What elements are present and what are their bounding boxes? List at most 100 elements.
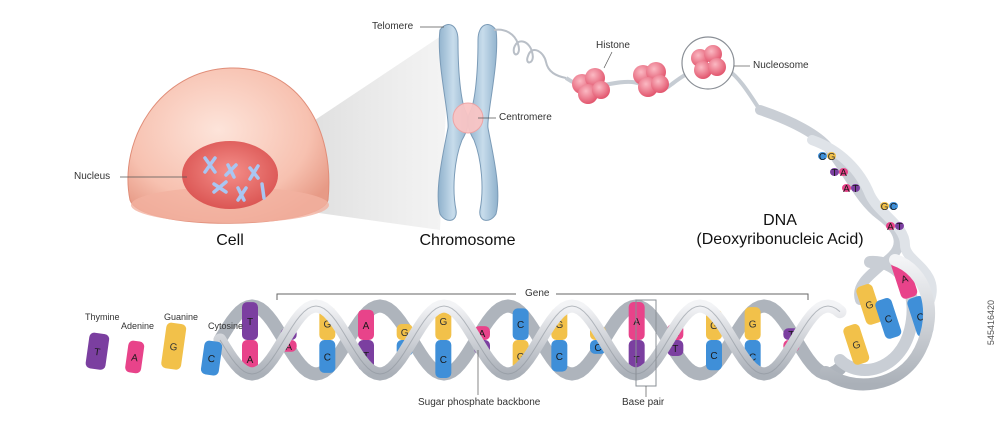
free-base-C-bar	[200, 340, 223, 376]
histone-2	[633, 62, 669, 97]
base-8-bottom-letter: C	[556, 352, 563, 363]
free-base-T-bar-letter: T	[93, 347, 101, 359]
twist-base-1-bar	[856, 284, 883, 325]
twist-base-3-bar	[891, 258, 918, 299]
histone-1	[572, 68, 610, 104]
dna-thread	[564, 64, 762, 112]
free-base-G: G	[161, 322, 187, 370]
twist-base-1-bar-letter: G	[864, 299, 875, 312]
nucleosome-label: Nucleosome	[753, 60, 809, 71]
gene-bracket	[276, 293, 809, 300]
upper-base-2-b-letter: T	[852, 184, 858, 195]
twist-base-2-bar	[875, 298, 902, 339]
upper-base-0-b-letter: G	[828, 152, 836, 163]
free-base-C-bar-letter: C	[207, 354, 216, 366]
chromosome-title: Chromosome	[419, 232, 516, 249]
twist-base-0-bar-letter: G	[851, 339, 862, 352]
base-6-top-letter: A	[479, 329, 486, 340]
cell-illustration	[127, 67, 330, 224]
guanine-label: Guanine	[164, 312, 199, 322]
twist-base-0: G	[843, 324, 870, 365]
free-nucleotides: T A G C	[85, 322, 223, 376]
base-4-top-letter: G	[401, 328, 409, 339]
nucleus-label: Nucleus	[74, 171, 111, 182]
base-8-top-letter: G	[555, 320, 563, 331]
base-10-top-letter: A	[633, 317, 640, 328]
twist-strand-b	[820, 254, 935, 391]
base-1-bottom-letter: A	[285, 342, 292, 353]
base-13-top	[744, 307, 761, 340]
free-base-C: C	[200, 340, 223, 376]
base-7-top	[512, 308, 529, 340]
upper-base-3-b	[889, 202, 898, 210]
base-13-bottom-letter: C	[749, 352, 756, 363]
base-7-bottom-letter: G	[517, 352, 525, 363]
upper-base-3-a-letter: G	[881, 202, 889, 213]
chromatin-coil	[493, 28, 567, 79]
upper-base-2-a-letter: A	[843, 184, 850, 195]
base-0-bottom-letter: A	[247, 355, 254, 366]
base-2-bottom-letter: C	[324, 352, 331, 363]
upper-base-0-b	[827, 152, 836, 160]
cytosine-label: Cytosine	[208, 321, 244, 331]
base-3-top	[358, 309, 374, 340]
base-13-top-letter: G	[749, 320, 757, 331]
twist-base-0-bar	[843, 324, 870, 365]
twist-base-4-bar-letter: C	[916, 311, 926, 324]
upper-base-4-b-letter: T	[896, 222, 902, 233]
dna-subtitle: (Deoxyribonucleic Acid)	[696, 231, 864, 248]
base-10-bottom-letter: T	[634, 355, 640, 366]
free-base-A-bar	[125, 340, 145, 374]
thymine-label: Thymine	[85, 312, 120, 322]
sugar-backbone-label: Sugar phosphate backbone	[418, 397, 541, 408]
upper-base-1-a	[830, 168, 839, 176]
base-pair-label: Base pair	[622, 397, 665, 408]
free-base-A-bar-letter: A	[130, 353, 138, 365]
histone-leader	[603, 51, 613, 69]
free-base-A: A	[125, 340, 145, 374]
base-5-bottom	[435, 340, 452, 378]
twist-base-3-bar-letter: A	[900, 273, 910, 286]
base-12-bottom	[706, 340, 722, 371]
dna-title: DNA	[763, 212, 797, 229]
base-12-bottom-letter: C	[710, 351, 717, 362]
base-11-bottom-letter: T	[672, 344, 678, 355]
base-9-bottom-letter: C	[594, 343, 601, 354]
base-7-top-letter: C	[517, 320, 524, 331]
base-12-top-letter: G	[710, 321, 718, 332]
twist-base-3: A	[891, 258, 918, 299]
twist-base-2: C	[875, 298, 902, 339]
base-10-top	[628, 302, 645, 340]
upper-base-4-a	[886, 222, 895, 230]
upper-base-2-a	[842, 184, 851, 192]
base-5-top-letter: G	[439, 317, 447, 328]
upper-base-2-b	[851, 184, 860, 192]
free-base-G-bar-letter: G	[169, 342, 178, 354]
backbone-strand-edge	[219, 305, 841, 375]
upper-base-4-b	[895, 222, 904, 230]
free-base-T: T	[85, 332, 110, 370]
upper-base-1-b-letter: A	[840, 168, 847, 179]
free-base-T-bar	[85, 332, 110, 370]
twist-base-1: G	[856, 284, 883, 325]
stock-id: 545416420	[986, 300, 996, 346]
upper-helix-strand-b	[807, 135, 937, 305]
telomere-label: Telomere	[372, 21, 414, 32]
free-base-G-bar	[161, 322, 187, 370]
base-8-bottom	[551, 340, 568, 372]
histone-label: Histone	[596, 40, 630, 51]
base-2-top-letter: G	[323, 320, 331, 331]
upper-base-4-a-letter: A	[887, 222, 894, 233]
upper-base-0-a	[818, 152, 827, 160]
cell-title: Cell	[216, 232, 244, 249]
upper-base-3-a	[880, 202, 889, 210]
base-0-top	[242, 302, 258, 340]
chromosome-illustration	[437, 24, 499, 221]
upper-base-1-a-letter: T	[831, 168, 837, 179]
base-0-top-letter: T	[247, 317, 253, 328]
base-2-bottom	[319, 340, 336, 373]
